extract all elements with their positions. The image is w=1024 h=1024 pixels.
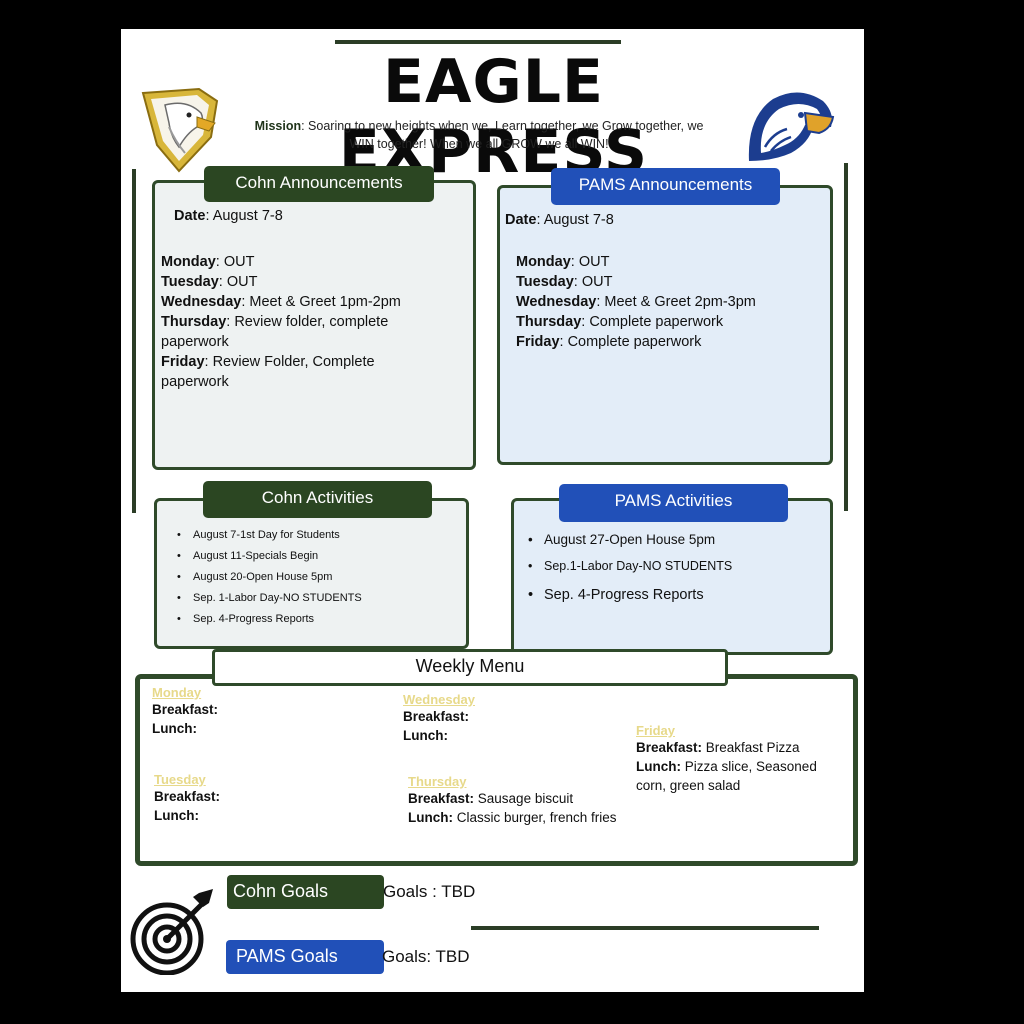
menu-monday: Monday Breakfast: Lunch: <box>152 685 218 738</box>
pams-goals-label: PAMS Goals <box>226 940 384 974</box>
eagle-logo-gold <box>141 87 219 173</box>
menu-wednesday: Wednesday Breakfast: Lunch: <box>403 692 475 745</box>
cohn-activity-item: August 20-Open House 5pm <box>175 567 362 588</box>
right-side-rule <box>844 163 848 511</box>
pams-announcements-heading: PAMS Announcements <box>551 168 780 205</box>
cohn-date: Date: August 7-8 <box>174 208 283 224</box>
mission-text: : Soaring to new heights when we, Learn … <box>301 119 704 151</box>
pams-activities-list: August 27-Open House 5pm Sep.1-Labor Day… <box>526 527 732 611</box>
menu-thursday: Thursday Breakfast: Sausage biscuit Lunc… <box>408 774 617 827</box>
cohn-activity-item: Sep. 4-Progress Reports <box>175 609 362 630</box>
menu-day-monday: Monday <box>152 685 202 700</box>
pams-activities-box: August 27-Open House 5pm Sep.1-Labor Day… <box>511 498 833 655</box>
pams-announcement-item: Thursday: Complete paperwork <box>516 314 724 330</box>
cohn-activities-list: August 7-1st Day for Students August 11-… <box>175 525 362 630</box>
menu-day-wednesday: Wednesday <box>403 692 476 707</box>
goals-divider-rule <box>471 926 819 930</box>
cohn-activity-item: August 7-1st Day for Students <box>175 525 362 546</box>
menu-breakfast: Breakfast: Breakfast Pizza <box>636 740 800 755</box>
cohn-goals-text: Goals : TBD <box>383 882 476 901</box>
menu-breakfast: Breakfast: Sausage biscuit <box>408 791 574 806</box>
menu-breakfast: Breakfast: <box>152 702 219 717</box>
cohn-activities-heading: Cohn Activities <box>203 481 432 518</box>
mission-statement: Mission: Soaring to new heights when we,… <box>249 117 709 153</box>
menu-lunch: Lunch: <box>152 721 197 736</box>
pams-announcement-item: Wednesday: Meet & Greet 2pm-3pm <box>516 294 756 310</box>
target-arrow-icon <box>130 889 213 975</box>
newsletter-page: EAGLE EXPRESS Mission: Soaring to new he… <box>121 29 864 992</box>
pams-date: Date: August 7-8 <box>505 212 614 228</box>
menu-day-friday: Friday <box>636 723 676 738</box>
menu-day-tuesday: Tuesday <box>154 772 206 787</box>
menu-lunch: Lunch: Pizza slice, Seasoned corn, green… <box>636 759 817 793</box>
pams-goals-text: Goals: TBD <box>382 947 470 966</box>
menu-breakfast: Breakfast: <box>154 789 221 804</box>
pams-activity-item: August 27-Open House 5pm <box>526 527 732 553</box>
top-rule <box>335 40 621 44</box>
menu-lunch: Lunch: <box>403 728 448 743</box>
pams-activities-heading: PAMS Activities <box>559 484 788 522</box>
eagle-logo-blue <box>748 92 835 161</box>
cohn-announcements-box: Date: August 7-8 Monday: OUT Tuesday: OU… <box>152 180 476 470</box>
pams-announcement-item: Friday: Complete paperwork <box>516 334 702 350</box>
weekly-menu-heading: Weekly Menu <box>212 649 728 686</box>
cohn-goals-label: Cohn Goals <box>227 875 384 909</box>
cohn-activity-item: August 11-Specials Begin <box>175 546 362 567</box>
cohn-announcement-item: Tuesday: OUT <box>161 274 258 290</box>
cohn-activity-item: Sep. 1-Labor Day-NO STUDENTS <box>175 588 362 609</box>
pams-announcement-item: Tuesday: OUT <box>516 274 613 290</box>
pams-announcement-list: Monday: OUT Tuesday: OUT Wednesday: Meet… <box>516 252 826 352</box>
mission-label: Mission <box>254 119 302 133</box>
cohn-announcement-item: Friday: Review Folder, Complete paperwor… <box>161 354 375 390</box>
cohn-activities-box: August 7-1st Day for Students August 11-… <box>154 498 469 649</box>
menu-breakfast: Breakfast: <box>403 709 470 724</box>
menu-tuesday: Tuesday Breakfast: Lunch: <box>154 772 220 825</box>
cohn-announcement-item: Thursday: Review folder, complete paperw… <box>161 314 389 350</box>
cohn-announcement-list: Monday: OUT Tuesday: OUT Wednesday: Meet… <box>161 252 461 392</box>
weekly-menu-box: Monday Breakfast: Lunch: Tuesday Breakfa… <box>135 674 858 866</box>
left-side-rule <box>132 169 136 513</box>
menu-day-thursday: Thursday <box>408 774 467 789</box>
pams-activity-item: Sep. 4-Progress Reports <box>526 579 732 611</box>
cohn-announcement-item: Wednesday: Meet & Greet 1pm-2pm <box>161 294 401 310</box>
pams-announcements-box: Date: August 7-8 Monday: OUT Tuesday: OU… <box>497 185 833 465</box>
pams-announcement-item: Monday: OUT <box>516 254 610 270</box>
cohn-announcements-heading: Cohn Announcements <box>204 166 434 202</box>
cohn-announcement-item: Monday: OUT <box>161 254 255 270</box>
menu-lunch: Lunch: <box>154 808 199 823</box>
pams-activity-item: Sep.1-Labor Day-NO STUDENTS <box>526 553 732 579</box>
menu-lunch: Lunch: Classic burger, french fries <box>408 810 617 825</box>
menu-friday: Friday Breakfast: Breakfast Pizza Lunch:… <box>636 723 836 795</box>
